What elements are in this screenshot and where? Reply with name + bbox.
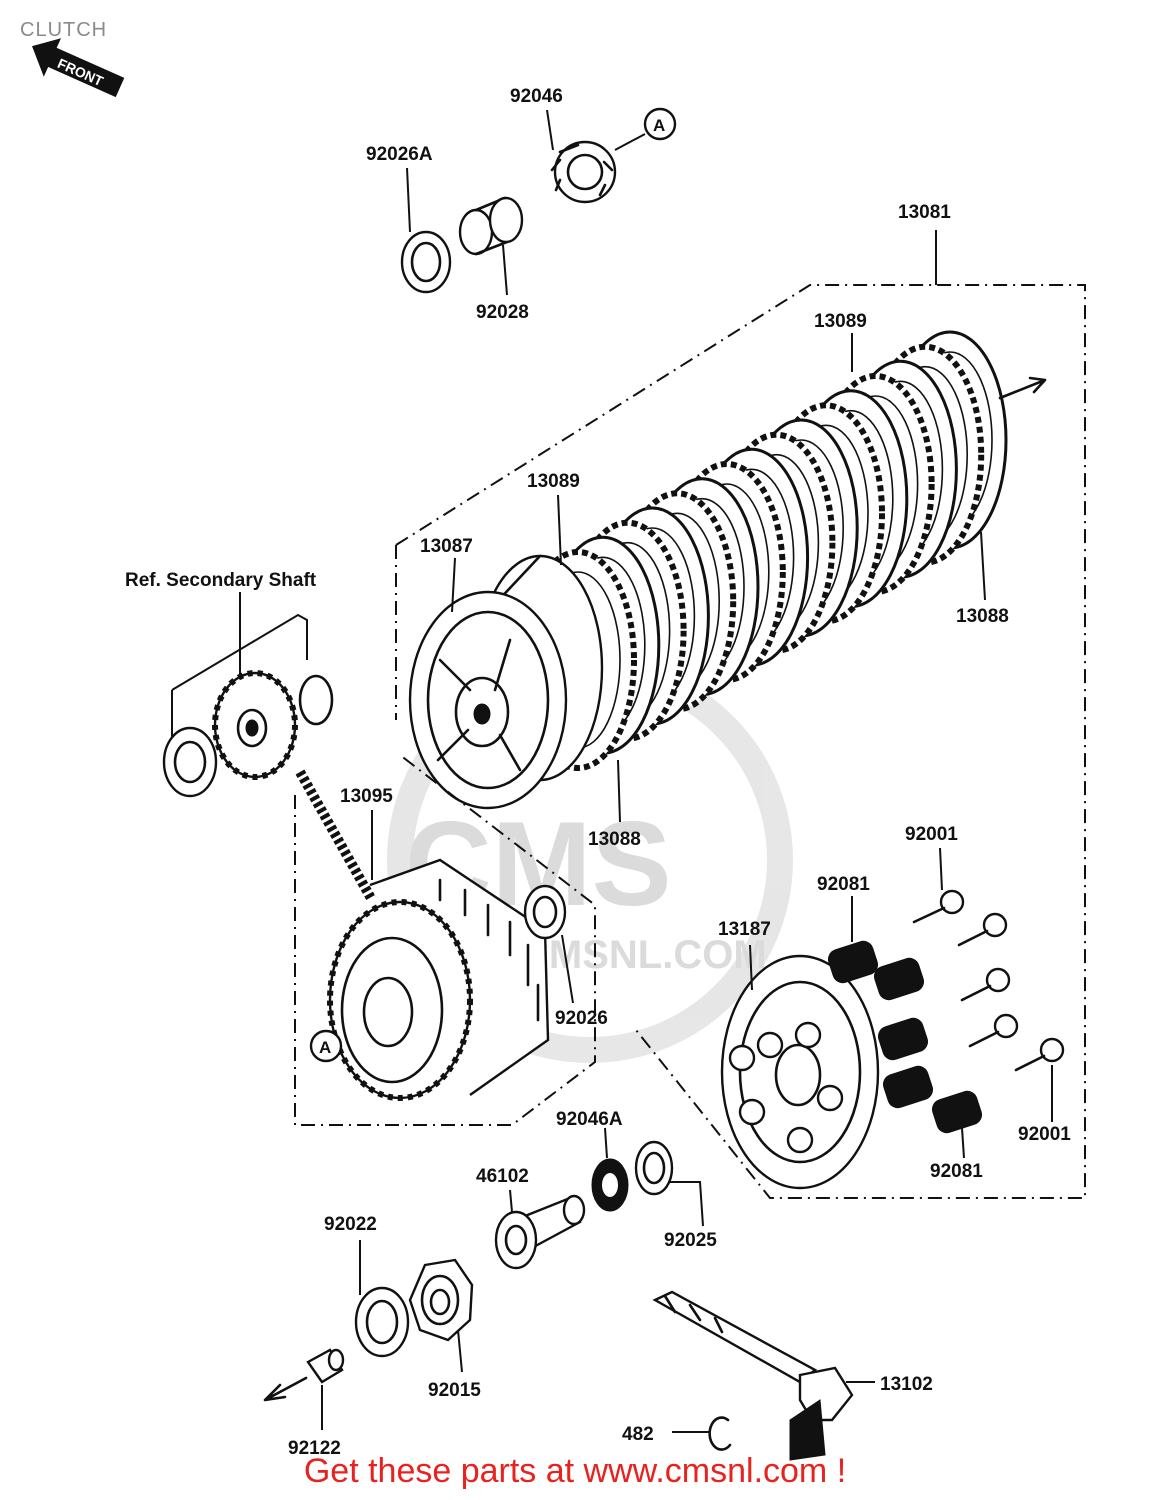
part-label-13081: 13081: [898, 202, 951, 223]
leader-92081b: [961, 1127, 965, 1159]
leader-13089a: [557, 494, 562, 566]
needle-bearing-92046: [550, 140, 617, 204]
part-label-92081-bottom: 92081: [930, 1161, 983, 1182]
cap-direction-arrow-icon: [263, 1376, 308, 1402]
leader-92028: [502, 244, 508, 296]
part-label-92025: 92025: [664, 1230, 717, 1251]
pusher-46102: [494, 1194, 586, 1270]
primary-chain: [295, 769, 377, 903]
footer-link[interactable]: Get these parts at www.cmsnl.com !: [303, 1452, 847, 1490]
leader-13088b: [980, 531, 986, 601]
callout-marker-top-label: A: [653, 116, 665, 135]
clutch-hub-13187: [720, 954, 880, 1190]
circlip-482: [708, 1416, 732, 1451]
spring-bolts-92001: [912, 889, 1065, 1072]
leader-13088a: [617, 759, 621, 823]
washer-92026a: [400, 230, 452, 294]
part-label-13089-rear: 13089: [814, 311, 867, 332]
plate-direction-arrow-icon: [998, 376, 1047, 400]
reference-label: Ref. Secondary Shaft: [125, 570, 317, 591]
cap-92122: [306, 1348, 345, 1384]
part-label-92001-bottom: 92001: [1018, 1124, 1071, 1145]
washer-92025: [634, 1140, 674, 1196]
leader-13187: [749, 944, 753, 991]
diagram-title: CLUTCH: [20, 19, 107, 41]
leader-92015: [457, 1329, 463, 1373]
part-label-92022: 92022: [324, 1214, 377, 1235]
part-label-92046: 92046: [510, 86, 563, 107]
release-shaft-13102: [652, 1290, 854, 1461]
shaft-washer: [162, 726, 218, 798]
clutch-springs-92081: [827, 940, 983, 1134]
nut-92015: [408, 1258, 474, 1342]
callout-marker-housing-label: A: [319, 1038, 331, 1057]
bearing-92046a: [591, 1158, 629, 1212]
part-label-13102: 13102: [880, 1374, 933, 1395]
shaft-circlip: [298, 674, 334, 726]
part-label-482: 482: [622, 1424, 654, 1445]
leader-92046a: [604, 1127, 608, 1159]
pressure-plate-13087: [408, 554, 604, 810]
part-label-92026: 92026: [555, 1008, 608, 1029]
leader-92026: [561, 934, 574, 1004]
part-label-13088-rear: 13088: [956, 606, 1009, 627]
callout-marker-housing: A: [309, 1029, 343, 1063]
part-label-92081-top: 92081: [817, 874, 870, 895]
washer-92022: [354, 1286, 410, 1358]
part-label-13088-front: 13088: [588, 829, 641, 850]
part-label-92026a: 92026A: [366, 144, 433, 165]
leader-92001a: [939, 847, 943, 891]
leader-92026a: [406, 167, 411, 233]
part-label-13187: 13187: [718, 919, 771, 940]
secondary-shaft-sprocket: [212, 670, 298, 780]
part-label-46102: 46102: [476, 1166, 529, 1187]
callout-marker-top: A: [643, 107, 677, 141]
clutch-housing-13095: [327, 858, 550, 1101]
part-label-92028: 92028: [476, 302, 529, 323]
leader-46102: [509, 1189, 513, 1213]
front-arrow-icon: FRONT: [32, 38, 125, 98]
part-label-92122: 92122: [288, 1438, 341, 1459]
leader-92025: [668, 1181, 704, 1227]
housing-outline-13095: [294, 754, 596, 1126]
leader-92046: [546, 109, 554, 151]
leader-callout-a-top: [614, 133, 646, 151]
part-labels: 92046 92026A 92028 13081 13089 13089 130…: [125, 86, 1071, 1459]
part-label-13087: 13087: [420, 536, 473, 557]
part-label-92046a: 92046A: [556, 1109, 623, 1130]
part-label-13095: 13095: [340, 786, 393, 807]
leader-13087: [451, 557, 456, 613]
part-label-92015: 92015: [428, 1380, 481, 1401]
watermark-site: CMSNL.COM: [520, 933, 767, 977]
part-label-13089-front: 13089: [527, 471, 580, 492]
kit-outline-13081: [395, 284, 1086, 1199]
part-label-92001-top: 92001: [905, 824, 958, 845]
washer-92026: [523, 884, 567, 940]
collar-92028: [458, 196, 524, 256]
